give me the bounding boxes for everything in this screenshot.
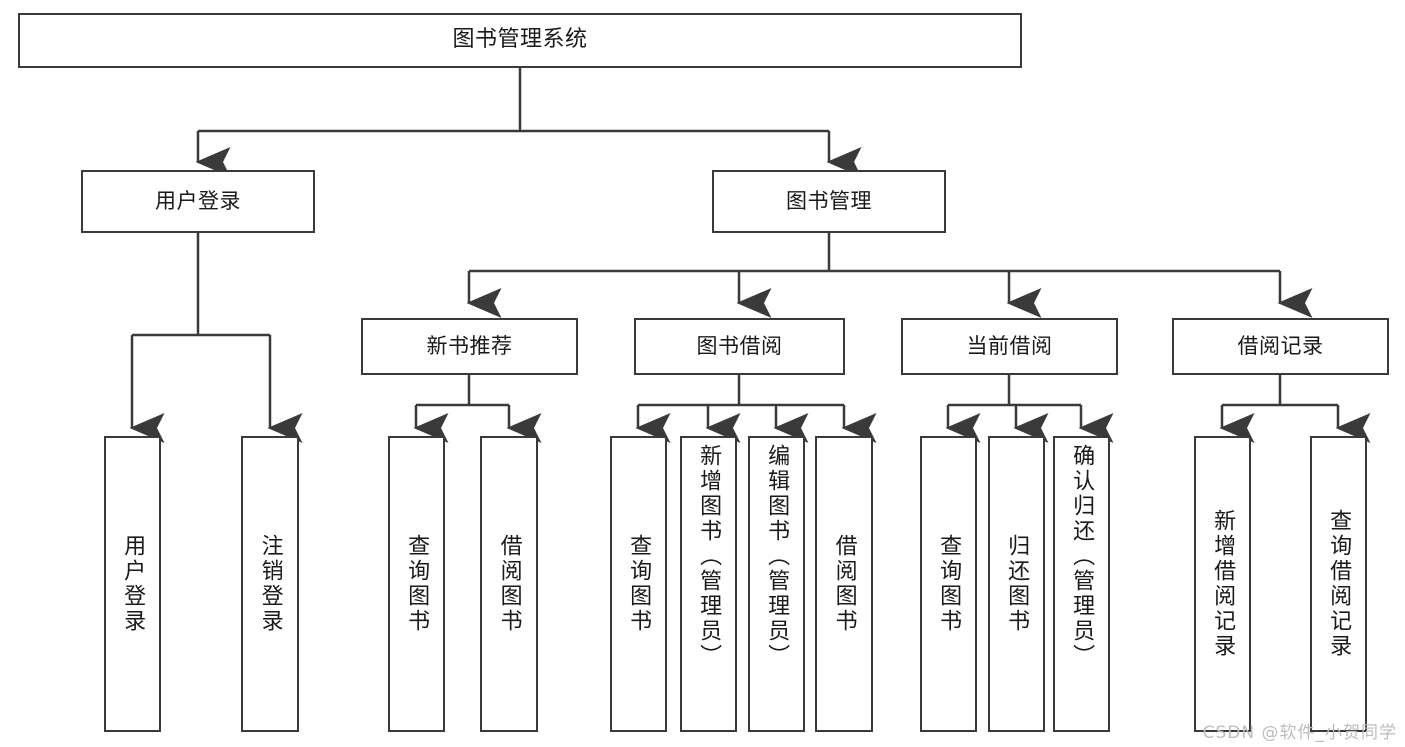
leaf-book-borrow-add[interactable]: 新增图书（管理员） [680, 436, 737, 732]
node-user-login[interactable]: 用户登录 [81, 170, 315, 233]
node-label: 借阅图书 [496, 534, 522, 634]
leaf-borrow-record-query[interactable]: 查询借阅记录 [1310, 436, 1367, 732]
leaf-current-borrow-query[interactable]: 查询图书 [920, 436, 977, 732]
node-book-management[interactable]: 图书管理 [712, 170, 946, 233]
node-label: 确认归还（管理员） [1069, 444, 1095, 669]
node-label: 新增借阅记录 [1210, 509, 1236, 659]
node-label: 编辑图书（管理员） [764, 444, 790, 669]
leaf-book-borrow-edit[interactable]: 编辑图书（管理员） [748, 436, 805, 732]
node-label: 借阅图书 [831, 534, 857, 634]
node-label: 图书管理系统 [452, 27, 588, 53]
leaf-current-borrow-return[interactable]: 归还图书 [988, 436, 1045, 732]
node-book-borrowing[interactable]: 图书借阅 [634, 318, 845, 375]
node-current-borrowing[interactable]: 当前借阅 [901, 318, 1118, 375]
leaf-user-login-logout[interactable]: 注销登录 [241, 436, 299, 732]
leaf-new-book-query[interactable]: 查询图书 [388, 436, 445, 732]
node-label: 归还图书 [1004, 534, 1030, 634]
node-new-book-recommendation[interactable]: 新书推荐 [361, 318, 578, 375]
node-label: 查询图书 [404, 534, 430, 634]
node-label: 查询图书 [626, 534, 652, 634]
node-label: 查询图书 [936, 534, 962, 634]
leaf-new-book-borrow[interactable]: 借阅图书 [480, 436, 538, 732]
node-root-system[interactable]: 图书管理系统 [18, 13, 1022, 68]
node-label: 注销登录 [257, 534, 283, 634]
leaf-book-borrow-query[interactable]: 查询图书 [610, 436, 667, 732]
node-label: 新书推荐 [426, 333, 513, 358]
node-borrow-records[interactable]: 借阅记录 [1172, 318, 1389, 375]
leaf-borrow-record-add[interactable]: 新增借阅记录 [1194, 436, 1251, 732]
leaf-user-login-login[interactable]: 用户登录 [104, 436, 161, 732]
leaf-book-borrow-borrow[interactable]: 借阅图书 [815, 436, 873, 732]
node-label: 图书管理 [786, 188, 872, 213]
node-label: 新增图书（管理员） [696, 444, 722, 669]
node-label: 借阅记录 [1237, 333, 1324, 358]
node-label: 用户登录 [155, 188, 241, 213]
node-label: 查询借阅记录 [1326, 509, 1352, 659]
node-label: 当前借阅 [966, 333, 1053, 358]
leaf-current-borrow-confirm-return[interactable]: 确认归还（管理员） [1053, 436, 1110, 732]
node-label: 图书借阅 [696, 333, 783, 358]
node-label: 用户登录 [120, 534, 146, 634]
watermark-text: CSDN @软件_小贺同学 [1202, 723, 1397, 743]
